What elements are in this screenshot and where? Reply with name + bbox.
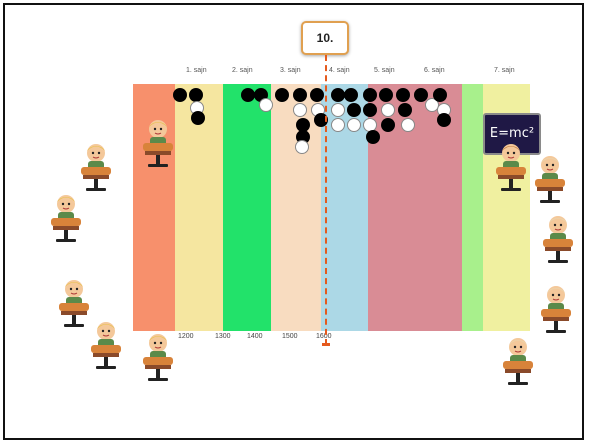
black-piece[interactable] (241, 88, 255, 102)
black-piece[interactable] (363, 88, 377, 102)
black-piece[interactable] (331, 88, 345, 102)
student-figure (538, 284, 574, 336)
black-piece[interactable] (189, 88, 203, 102)
white-piece[interactable] (293, 103, 307, 117)
student-figure (493, 142, 529, 194)
column-header: 4. sajn (329, 67, 350, 74)
student-figure (78, 142, 114, 194)
student-figure (540, 214, 576, 266)
black-piece[interactable] (191, 111, 205, 125)
student-figure (140, 332, 176, 384)
black-piece[interactable] (173, 88, 187, 102)
step-counter: 10. (301, 21, 349, 55)
black-piece[interactable] (437, 113, 451, 127)
white-piece[interactable] (295, 140, 309, 154)
black-piece[interactable] (414, 88, 428, 102)
student-figure (532, 154, 568, 206)
column-header: 5. sajn (374, 67, 395, 74)
column-header: 2. sajn (232, 67, 253, 74)
black-piece[interactable] (363, 103, 377, 117)
column-header: 3. sajn (280, 67, 301, 74)
timeline-band (462, 84, 483, 331)
black-piece[interactable] (398, 103, 412, 117)
white-piece[interactable] (381, 103, 395, 117)
white-piece[interactable] (347, 118, 361, 132)
white-piece[interactable] (331, 103, 345, 117)
axis-tick-label: 1200 (178, 333, 194, 340)
black-piece[interactable] (347, 103, 361, 117)
column-header: 7. sajn (494, 67, 515, 74)
timeline-band (321, 84, 368, 331)
black-piece[interactable] (296, 118, 310, 132)
black-piece[interactable] (381, 118, 395, 132)
axis-tick-label: 1300 (215, 333, 231, 340)
black-piece[interactable] (293, 88, 307, 102)
black-piece[interactable] (379, 88, 393, 102)
axis-tick-label: 1400 (247, 333, 263, 340)
column-header: 6. sajn (424, 67, 445, 74)
time-marker-handle[interactable] (322, 343, 330, 346)
black-piece[interactable] (344, 88, 358, 102)
column-header: 1. sajn (186, 67, 207, 74)
timeline-band (305, 84, 321, 331)
student-figure (88, 320, 124, 372)
student-figure (500, 336, 536, 388)
black-piece[interactable] (396, 88, 410, 102)
timeline-band (175, 84, 197, 331)
white-piece[interactable] (401, 118, 415, 132)
timeline-band (197, 84, 223, 331)
black-piece[interactable] (314, 113, 328, 127)
white-piece[interactable] (331, 118, 345, 132)
white-piece[interactable] (259, 98, 273, 112)
time-marker-line[interactable] (325, 55, 327, 345)
timeline-band (223, 84, 271, 331)
student-figure (140, 118, 176, 170)
student-figure (48, 193, 84, 245)
black-piece[interactable] (275, 88, 289, 102)
axis-tick-label: 1600 (316, 333, 332, 340)
black-piece[interactable] (433, 88, 447, 102)
black-piece[interactable] (366, 130, 380, 144)
student-figure (56, 278, 92, 330)
black-piece[interactable] (310, 88, 324, 102)
axis-tick-label: 1500 (282, 333, 298, 340)
